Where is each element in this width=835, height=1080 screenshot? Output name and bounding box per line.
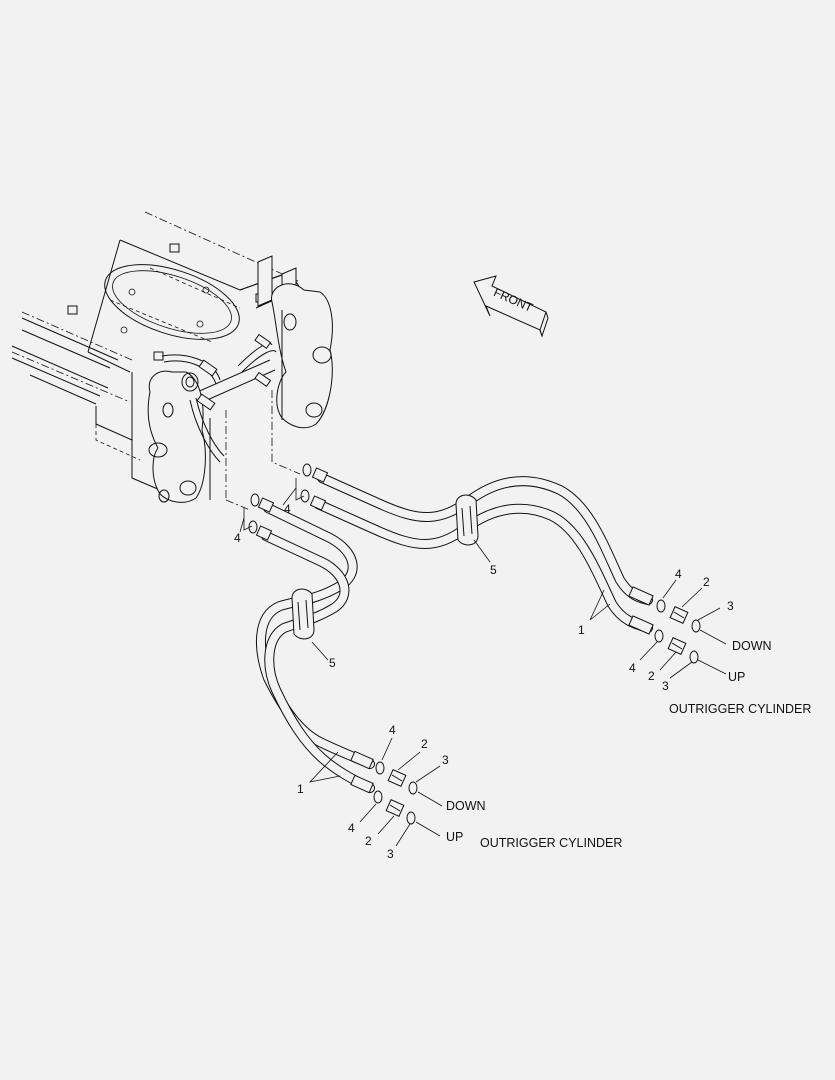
o-ring <box>302 463 312 477</box>
callout-oring-frame-right: 4 <box>284 502 291 516</box>
callout-oring-frame-left: 4 <box>234 531 241 545</box>
adapter-fitting <box>385 799 405 817</box>
callout-oring-outer-top: 3 <box>442 753 449 767</box>
callout-hose: 1 <box>578 623 585 637</box>
port-label-up: UP <box>446 830 463 844</box>
callout-oring-outer-top: 3 <box>727 599 734 613</box>
port-label-up: UP <box>728 670 745 684</box>
hose-clamp <box>291 588 315 640</box>
o-ring <box>654 629 664 643</box>
adapter-fitting <box>667 637 687 655</box>
o-ring <box>300 489 310 503</box>
o-ring <box>406 811 416 825</box>
callout-oring-outer-bottom: 3 <box>387 847 394 861</box>
o-ring <box>248 520 258 534</box>
callout-oring-inner-top: 4 <box>389 723 396 737</box>
adapter-fitting <box>669 606 689 624</box>
o-ring <box>375 761 385 775</box>
callout-hose: 1 <box>297 782 304 796</box>
callout-oring-inner-top: 4 <box>675 567 682 581</box>
port-label-down: DOWN <box>732 639 772 653</box>
callout-oring-inner-bottom: 4 <box>629 661 636 675</box>
front-direction-arrow: FRONT <box>473 275 549 338</box>
adapter-fitting <box>387 769 407 787</box>
o-ring <box>691 619 701 633</box>
callout-adapter-top: 2 <box>421 737 428 751</box>
o-ring <box>656 599 666 613</box>
callout-adapter-bottom: 2 <box>648 669 655 683</box>
assembly-caption: OUTRIGGER CYLINDER <box>669 702 811 716</box>
callout-adapter-top: 2 <box>703 575 710 589</box>
callout-clamp: 5 <box>490 563 497 577</box>
chassis-frame <box>11 211 333 511</box>
o-ring <box>373 790 383 804</box>
o-ring <box>689 650 699 664</box>
hose-clamp <box>455 494 479 546</box>
o-ring <box>408 781 418 795</box>
port-label-down: DOWN <box>446 799 486 813</box>
right-hose-assembly: 4 5 1 4 2 3 DOWN 4 2 3 <box>282 463 811 716</box>
callout-clamp: 5 <box>329 656 336 670</box>
left-hose-assembly: 4 5 1 4 2 3 DOWN 4 2 3 <box>234 493 622 861</box>
callout-oring-outer-bottom: 3 <box>662 679 669 693</box>
callout-adapter-bottom: 2 <box>365 834 372 848</box>
o-ring <box>250 493 260 507</box>
bulkhead-fitting <box>196 333 272 411</box>
assembly-caption: OUTRIGGER CYLINDER <box>480 836 622 850</box>
callout-oring-inner-bottom: 4 <box>348 821 355 835</box>
